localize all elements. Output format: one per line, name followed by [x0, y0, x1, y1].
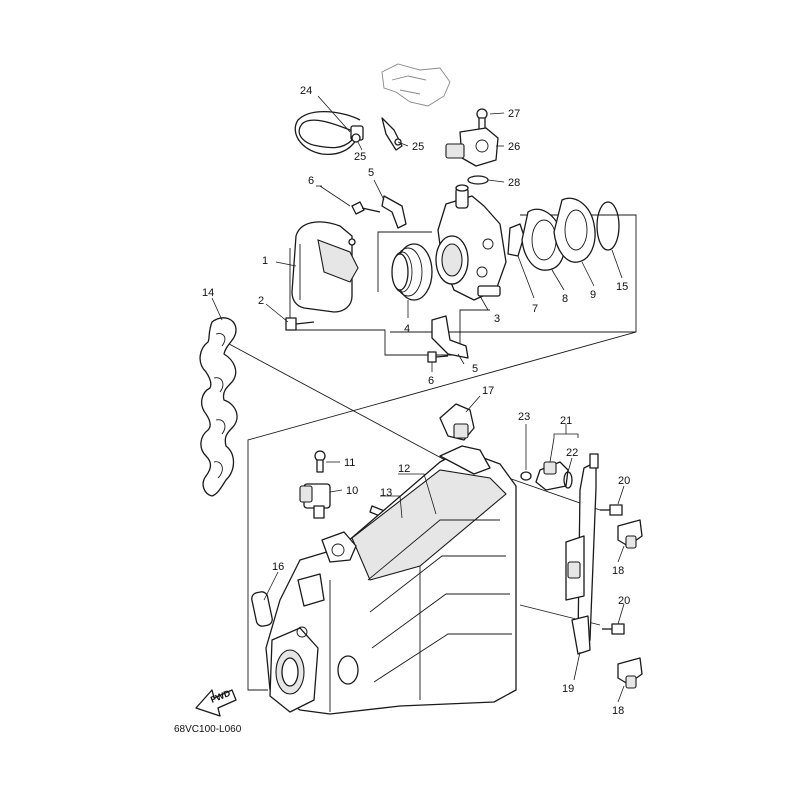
- drawing-code: 68VC100-L060: [174, 724, 242, 735]
- callout-27: 27: [508, 108, 520, 120]
- callout-18-lower: 18: [612, 705, 624, 717]
- callout-2: 2: [258, 295, 264, 307]
- callout-14: 14: [202, 287, 214, 299]
- callout-16: 16: [272, 561, 284, 573]
- callout-12: 12: [398, 463, 410, 475]
- callout-4: 4: [404, 323, 410, 335]
- part-6-bolt-lower: [427, 351, 449, 363]
- part-24-hose: [294, 110, 364, 156]
- callout-23: 23: [518, 411, 530, 423]
- callout-6-lower: 6: [428, 375, 434, 387]
- part-26-throttle-position-sensor: [445, 127, 499, 167]
- part-1-intake-silencer: [291, 221, 359, 313]
- part-12-intake-manifold: [265, 445, 517, 715]
- leader-lines: [211, 95, 625, 703]
- part-11-bolt: [314, 450, 326, 473]
- part-21-fuel-injector: [535, 461, 569, 491]
- part-3-throttle-body: [435, 184, 507, 301]
- callout-11: 11: [344, 457, 355, 469]
- part-10-sensor: [299, 483, 331, 519]
- part-4-coupling: [391, 243, 433, 301]
- callout-24: 24: [300, 85, 312, 97]
- callout-1: 1: [262, 255, 268, 267]
- callout-15: 15: [616, 281, 628, 293]
- callout-3: 3: [494, 313, 500, 325]
- callout-25-left: 25: [354, 151, 366, 163]
- callout-8: 8: [562, 293, 568, 305]
- fwd-direction-arrow: FWD: [195, 688, 237, 717]
- part-16-o-ring: [251, 591, 273, 627]
- part-25-clamps: [351, 117, 403, 151]
- callout-6-upper: 6: [308, 175, 314, 187]
- engine-reference-sketch: [381, 63, 451, 107]
- callout-19: 19: [562, 683, 574, 695]
- part-14-manifold-gasket: [199, 317, 238, 497]
- callout-18-upper: 18: [612, 565, 624, 577]
- part-6-bolt-upper: [351, 201, 381, 215]
- callout-13: 13: [380, 487, 392, 499]
- part-2-screw: [285, 317, 315, 331]
- callout-25-right: 25: [412, 141, 424, 153]
- callout-5-lower: 5: [472, 363, 478, 375]
- callout-22: 22: [566, 447, 578, 459]
- callout-17: 17: [482, 385, 494, 397]
- callout-labels: 24 27 26 25 25 28 6 5 1 2 4 3 7 8 9 15 5…: [202, 85, 630, 717]
- callout-20-lower: 20: [618, 595, 630, 607]
- part-18-couplers: [617, 519, 643, 689]
- part-9-gasket: [553, 197, 596, 263]
- part-8-gasket: [521, 208, 565, 271]
- part-28-o-ring: [467, 175, 489, 185]
- part-19-fuel-rail: [565, 453, 599, 655]
- callout-21: 21: [560, 415, 572, 427]
- part-17-connector: [439, 403, 475, 441]
- callout-20-upper: 20: [618, 475, 630, 487]
- part-15-o-ring: [596, 201, 620, 251]
- part-5-bracket-upper: [381, 195, 407, 229]
- part-27-screw: [476, 108, 488, 131]
- part-23-seal: [520, 471, 532, 481]
- part-7-clip: [507, 223, 525, 257]
- callout-5-upper: 5: [368, 167, 374, 179]
- callout-7: 7: [532, 303, 538, 315]
- part-5-bracket-lower: [431, 315, 469, 359]
- callout-26: 26: [508, 141, 520, 153]
- callout-28: 28: [508, 177, 520, 189]
- callout-10: 10: [346, 485, 358, 497]
- callout-9: 9: [590, 289, 596, 301]
